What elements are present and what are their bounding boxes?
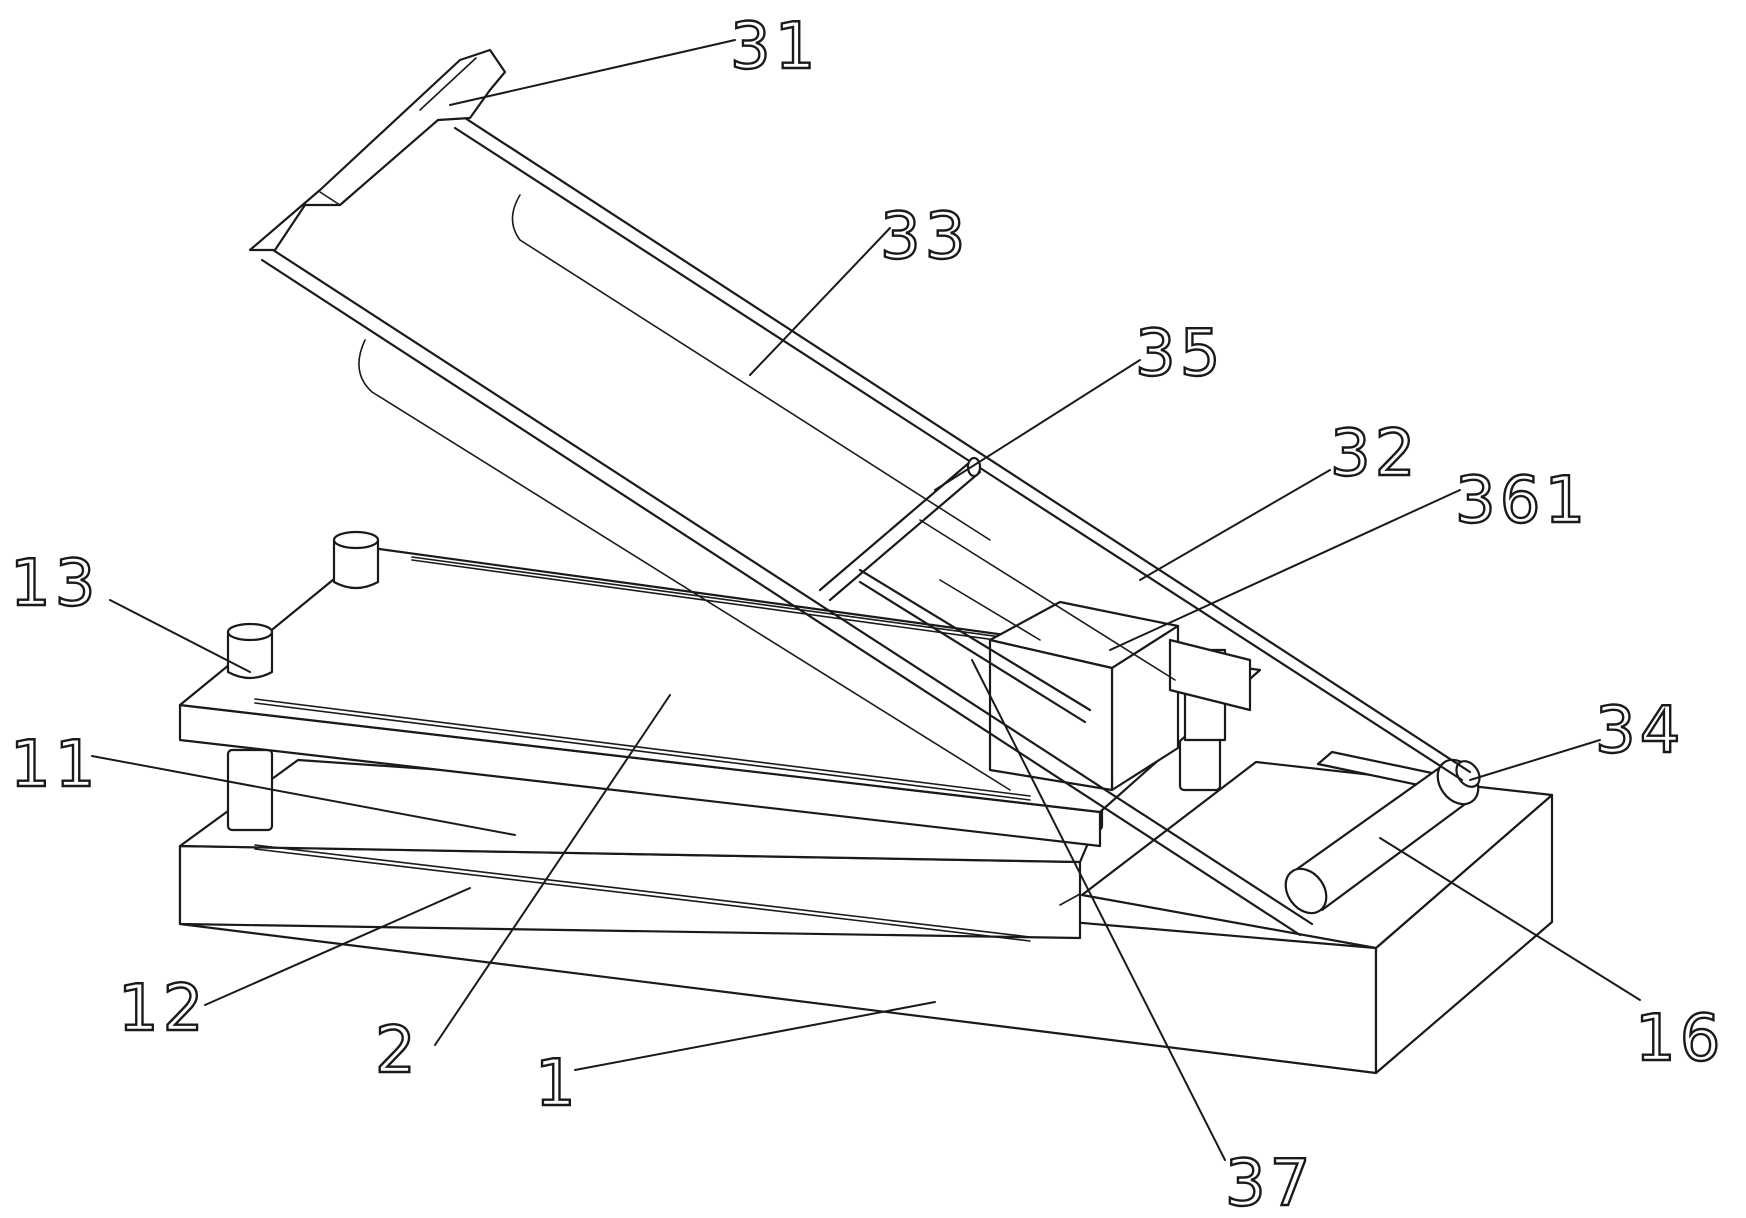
- leader-1: [574, 1001, 936, 1071]
- inclined-frame: [248, 48, 1472, 937]
- leader-2: [434, 694, 671, 1046]
- label-361: 361: [1455, 464, 1589, 538]
- label-31: 31: [730, 10, 819, 84]
- leader-34: [1469, 739, 1601, 781]
- label-32: 32: [1330, 417, 1419, 491]
- label-34: 34: [1595, 694, 1684, 768]
- leader-32: [1139, 469, 1331, 581]
- label-13: 13: [10, 547, 99, 621]
- leader-31: [449, 39, 736, 106]
- leader-11: [91, 755, 516, 836]
- leader-13: [109, 599, 251, 673]
- roller: [1284, 750, 1481, 915]
- label-16: 16: [1635, 1002, 1724, 1076]
- label-33: 33: [880, 200, 969, 274]
- label-12: 12: [118, 972, 207, 1046]
- leader-37: [971, 659, 1226, 1161]
- leader-lines: [91, 39, 1641, 1161]
- label-1: 1: [535, 1047, 580, 1121]
- label-11: 11: [10, 728, 99, 802]
- leader-12: [204, 887, 471, 1006]
- label-35: 35: [1135, 317, 1224, 391]
- label-2: 2: [375, 1014, 420, 1088]
- leader-361: [1109, 489, 1461, 651]
- leader-35: [934, 359, 1141, 491]
- leader-33: [749, 227, 891, 376]
- callout-labels: 31 33 35 32 361 13 34 11 16 12 2 1 37: [9, 9, 1724, 1218]
- label-37: 37: [1225, 1147, 1314, 1218]
- leader-16: [1379, 837, 1641, 1001]
